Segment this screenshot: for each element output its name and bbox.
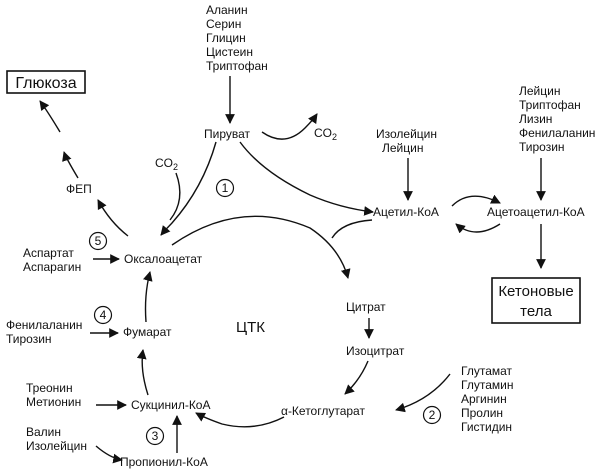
ketoglutarate-source: Глутамин: [461, 378, 513, 392]
arc-ketoglutarate-to-succinylcoa: [195, 412, 285, 428]
pyruvate-sources: Аланин Серин Глицин Цистеин Триптофан: [206, 3, 268, 73]
pyruvate-source: Цистеин: [206, 45, 253, 59]
fumarate-source: Тирозин: [6, 332, 52, 346]
oxaloacetate-source: Аспартат: [23, 246, 74, 260]
pyruvate-source: Глицин: [206, 31, 246, 45]
oxaloacetate-label: Оксалоацетат: [124, 252, 203, 266]
svg-text:2: 2: [429, 408, 436, 422]
co2-right-label: CO2: [314, 126, 337, 142]
acetoacetylcoa-label: Ацетоацетил-КоА: [487, 205, 585, 219]
oxaloacetate-sources: Аспартат Аспарагин: [23, 246, 81, 274]
co2-left-label: CO2: [155, 156, 178, 172]
acetylcoa-sources: Изолейцин Лейцин: [376, 127, 437, 155]
ketone-bodies-line-1: Кетоновые: [498, 283, 573, 300]
marker-2: 2: [422, 405, 442, 425]
arrow-succinylcoa-to-fumarate: [136, 349, 149, 396]
glucose-node: Глюкоза: [6, 70, 86, 94]
acetoacetyl-source: Фенилаланин: [519, 126, 595, 140]
ketone-bodies-line-2: тела: [520, 303, 552, 320]
propionylcoa-source: Изолейцин: [26, 439, 87, 453]
succinylcoa-sources: Треонин Метионин: [26, 381, 81, 409]
acetoacetyl-source: Тирозин: [519, 140, 565, 154]
isocitrate-label: Изоцитрат: [346, 344, 405, 358]
marker-1: 1: [215, 178, 235, 198]
succinylcoa-source: Треонин: [26, 381, 73, 395]
ketone-bodies-node: Кетоновые тела: [491, 277, 581, 324]
fumarate-sources: Фенилаланин Тирозин: [6, 318, 82, 346]
propionylcoa-source: Валин: [26, 425, 61, 439]
acetylcoa-source: Лейцин: [382, 141, 423, 155]
propionylcoa-label: Пропионил-КоА: [120, 455, 208, 469]
co2-input-line: [169, 172, 181, 221]
arrow-pyruvate-to-oxaloacetate: [160, 141, 217, 236]
svg-text:5: 5: [95, 234, 102, 248]
ketoglutarate-source: Гистидин: [461, 420, 512, 434]
oxaloacetate-source: Аспарагин: [23, 260, 81, 274]
arrow-fep-up: [62, 151, 79, 179]
marker-3: 3: [145, 426, 165, 446]
arrow-to-ketoglutarate: [395, 373, 451, 413]
ketoglutarate-source: Пролин: [461, 406, 503, 420]
succinylcoa-source: Метионин: [26, 395, 81, 409]
tca-label: ЦТК: [236, 319, 265, 336]
arrow-oxaloacetate-to-fep: [97, 199, 129, 237]
svg-text:1: 1: [222, 181, 229, 195]
pyruvate-source: Серин: [206, 17, 241, 31]
arrow-to-glucose: [39, 100, 61, 133]
marker-5: 5: [88, 231, 108, 251]
fumarate-label: Фумарат: [123, 325, 172, 339]
pyruvate-source: Аланин: [206, 3, 248, 17]
arc-oxaloacetate-to-citrate: [171, 215, 351, 279]
glucose-label: Глюкоза: [15, 75, 76, 92]
acetylcoa-entry-line: [331, 219, 373, 239]
svg-text:3: 3: [152, 429, 159, 443]
arrow-to-propionylcoa: [95, 445, 123, 464]
arrow-pyruvate-to-acetylcoa: [239, 141, 374, 216]
svg-text:4: 4: [100, 308, 107, 322]
pyruvate-label: Пируват: [204, 127, 251, 141]
arrow-acetyl-to-acetoacetyl: [451, 194, 501, 207]
arrow-acetoacetyl-to-acetyl: [455, 223, 501, 234]
succinylcoa-label: Сукцинил-КоА: [131, 398, 211, 412]
acetylcoa-label: Ацетил-КоА: [373, 205, 439, 219]
arrow-isocitrate-to-ketoglutarate: [344, 360, 369, 395]
ketoglutarate-sources: Глутамат Глутамин Аргинин Пролин Гистиди…: [461, 364, 513, 434]
propionylcoa-sources: Валин Изолейцин: [26, 425, 87, 453]
ketoglutarate-label: α-Кетоглутарат: [281, 404, 365, 418]
fep-label: ФЕП: [66, 182, 92, 196]
ketoglutarate-source: Глутамат: [461, 364, 513, 378]
ketoglutarate-source: Аргинин: [461, 392, 507, 406]
acetoacetyl-source: Лизин: [519, 112, 552, 126]
citrate-label: Цитрат: [346, 300, 386, 314]
fumarate-source: Фенилаланин: [6, 318, 82, 332]
acetoacetyl-sources: Лейцин Триптофан Лизин Фенилаланин Тироз…: [519, 84, 595, 154]
acetoacetyl-source: Триптофан: [519, 98, 581, 112]
acetylcoa-source: Изолейцин: [376, 127, 437, 141]
arrow-pyruvate-to-co2: [261, 113, 318, 140]
marker-4: 4: [93, 305, 113, 325]
pyruvate-source: Триптофан: [206, 59, 268, 73]
acetoacetyl-source: Лейцин: [519, 84, 560, 98]
arrow-fumarate-to-oxaloacetate: [143, 271, 153, 323]
